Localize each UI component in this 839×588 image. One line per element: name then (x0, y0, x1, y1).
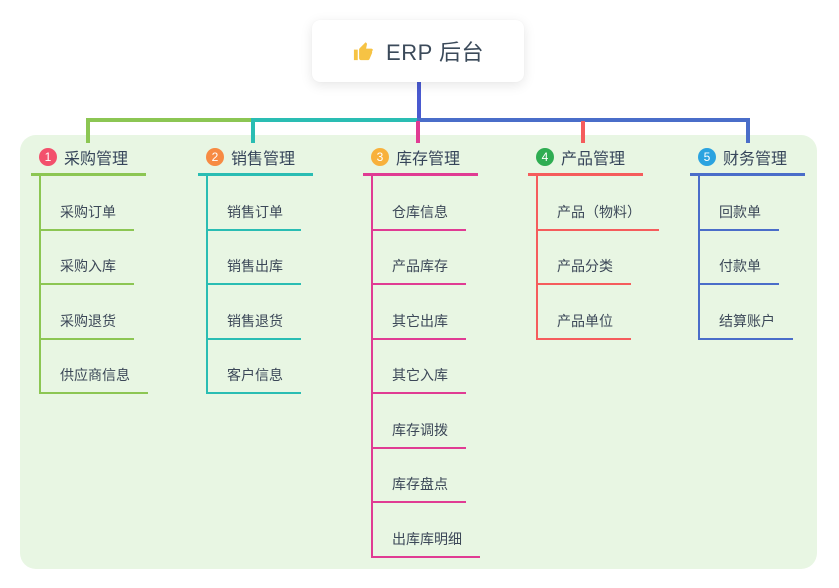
child-node-label: 销售订单 (208, 202, 301, 231)
branch-connector-sales (251, 118, 419, 122)
child-node[interactable]: 销售订单 (208, 176, 301, 231)
child-node[interactable]: 回款单 (700, 176, 793, 231)
child-node-label: 产品（物料） (538, 202, 659, 231)
branch-drop-finance (746, 118, 750, 143)
child-node-label: 采购退货 (41, 311, 134, 340)
root-node[interactable]: ERP 后台 (312, 20, 524, 82)
branch-label: 销售管理 (231, 150, 296, 168)
branch-node-finance[interactable]: 5 财务管理 (690, 146, 805, 176)
thumbs-up-icon (352, 40, 375, 63)
child-node-label: 库存盘点 (373, 474, 466, 503)
branch-drop-purchase (86, 118, 90, 143)
child-node[interactable]: 结算账户 (700, 285, 793, 340)
branch-number-badge: 3 (371, 147, 389, 166)
child-node-label: 仓库信息 (373, 202, 466, 231)
child-node-label: 付款单 (700, 256, 779, 285)
branch-drop-product (581, 121, 585, 143)
child-node[interactable]: 库存调拨 (373, 394, 480, 449)
child-node[interactable]: 采购入库 (41, 231, 148, 285)
branch-connector-finance (417, 118, 750, 122)
branch-number-badge: 2 (206, 147, 224, 166)
branch-drop-sales (251, 118, 255, 143)
child-node-label: 客户信息 (208, 365, 301, 394)
branch-children: 仓库信息 产品库存 其它出库 其它入库 库存调拨 库存盘点 出库库明细 (371, 176, 480, 558)
child-node-label: 其它出库 (373, 311, 466, 340)
branch-children: 产品（物料） 产品分类 产品单位 (536, 176, 659, 340)
child-node-label: 结算账户 (700, 311, 793, 340)
child-node-label: 产品分类 (538, 256, 631, 285)
child-node[interactable]: 产品（物料） (538, 176, 659, 231)
child-node[interactable]: 库存盘点 (373, 449, 480, 503)
branch-purchase: 1 采购管理 采购订单 采购入库 采购退货 供应商信息 (31, 146, 148, 394)
branch-label: 产品管理 (561, 150, 626, 168)
branch-connector-purchase (86, 118, 253, 122)
branch-finance: 5 财务管理 回款单 付款单 结算账户 (690, 146, 805, 340)
branch-label: 库存管理 (396, 150, 461, 168)
branch-label: 财务管理 (723, 150, 788, 168)
branch-drop-inventory (416, 121, 420, 143)
root-node-label: ERP 后台 (386, 40, 484, 65)
child-node[interactable]: 付款单 (700, 231, 793, 285)
child-node-label: 产品库存 (373, 256, 466, 285)
branch-sales: 2 销售管理 销售订单 销售出库 销售退货 客户信息 (198, 146, 313, 394)
branch-node-product[interactable]: 4 产品管理 (528, 146, 643, 176)
child-node-label: 采购入库 (41, 256, 134, 285)
branch-label: 采购管理 (64, 150, 129, 168)
child-node[interactable]: 销售退货 (208, 285, 301, 340)
child-node-label: 其它入库 (373, 365, 466, 394)
root-trunk-connector (417, 82, 421, 120)
branch-children: 销售订单 销售出库 销售退货 客户信息 (206, 176, 301, 394)
child-node-label: 供应商信息 (41, 365, 148, 394)
child-node[interactable]: 产品库存 (373, 231, 480, 285)
child-node[interactable]: 产品单位 (538, 285, 659, 340)
child-node-label: 回款单 (700, 202, 779, 231)
child-node[interactable]: 产品分类 (538, 231, 659, 285)
child-node[interactable]: 销售出库 (208, 231, 301, 285)
child-node-label: 销售出库 (208, 256, 301, 285)
branch-node-inventory[interactable]: 3 库存管理 (363, 146, 478, 176)
child-node[interactable]: 供应商信息 (41, 340, 148, 394)
branch-inventory: 3 库存管理 仓库信息 产品库存 其它出库 其它入库 库存调拨 库存盘点 出库库… (363, 146, 480, 558)
branch-node-sales[interactable]: 2 销售管理 (198, 146, 313, 176)
child-node[interactable]: 仓库信息 (373, 176, 480, 231)
child-node-label: 库存调拨 (373, 420, 466, 449)
child-node[interactable]: 其它出库 (373, 285, 480, 340)
branch-product: 4 产品管理 产品（物料） 产品分类 产品单位 (528, 146, 659, 340)
child-node-label: 产品单位 (538, 311, 631, 340)
branch-children: 回款单 付款单 结算账户 (698, 176, 793, 340)
child-node-label: 出库库明细 (373, 529, 480, 558)
branch-number-badge: 4 (536, 147, 554, 166)
child-node[interactable]: 采购订单 (41, 176, 148, 231)
background-panel (20, 135, 817, 569)
child-node[interactable]: 客户信息 (208, 340, 301, 394)
child-node-label: 采购订单 (41, 202, 134, 231)
child-node-label: 销售退货 (208, 311, 301, 340)
branch-node-purchase[interactable]: 1 采购管理 (31, 146, 146, 176)
child-node[interactable]: 出库库明细 (373, 503, 480, 558)
child-node[interactable]: 采购退货 (41, 285, 148, 340)
branch-children: 采购订单 采购入库 采购退货 供应商信息 (39, 176, 148, 394)
branch-number-badge: 1 (39, 147, 57, 166)
child-node[interactable]: 其它入库 (373, 340, 480, 394)
branch-number-badge: 5 (698, 147, 716, 166)
